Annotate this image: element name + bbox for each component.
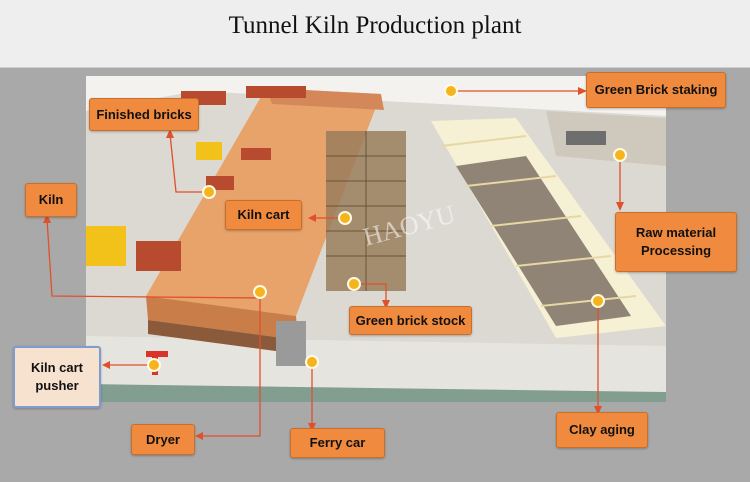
label-raw-material-processing: Raw material Processing [615, 212, 737, 272]
marker-raw-material [613, 148, 627, 162]
label-clay-aging-text: Clay aging [569, 422, 635, 438]
marker-finished-bricks [202, 185, 216, 199]
plant-model-illustration: HAOYU [86, 86, 666, 402]
label-clay-aging: Clay aging [556, 412, 648, 448]
label-green-brick-stock-text: Green brick stock [355, 312, 466, 328]
page-title: Tunnel Kiln Production plant [228, 12, 522, 39]
label-finished-bricks: Finished bricks [89, 98, 199, 131]
marker-ferry-car [305, 355, 319, 369]
label-kiln-text: Kiln [38, 192, 64, 208]
label-kiln-cart-pusher: Kiln cart pusher [13, 346, 101, 408]
title-bar: Tunnel Kiln Production plant [0, 0, 750, 68]
plant-model-image: HAOYU [86, 76, 666, 402]
label-kiln-cart-text: Kiln cart [237, 207, 290, 223]
label-raw-material-text: Raw material [635, 225, 717, 241]
label-ferry-car: Ferry car [290, 428, 385, 458]
label-ferry-car-text: Ferry car [309, 435, 366, 451]
marker-clay-aging [591, 294, 605, 308]
label-green-brick-stock: Green brick stock [349, 306, 472, 335]
marker-kiln-cart [338, 211, 352, 225]
label-processing-text: Processing [640, 243, 712, 258]
label-green-brick-staking: Green Brick staking [586, 72, 726, 108]
marker-kiln-cart-pusher [147, 358, 161, 372]
label-kiln-cart: Kiln cart [225, 200, 302, 230]
label-dryer-text: Dryer [146, 431, 180, 447]
marker-green-brick-staking [444, 84, 458, 98]
label-kiln: Kiln [25, 183, 77, 217]
label-kiln-cart-pusher-line1: Kiln cart [30, 360, 83, 376]
label-dryer: Dryer [131, 424, 195, 455]
label-finished-bricks-text: Finished bricks [96, 106, 192, 122]
label-kiln-cart-pusher-line2: pusher [35, 378, 79, 393]
label-green-brick-staking-text: Green Brick staking [594, 82, 718, 98]
marker-green-brick-stock [347, 277, 361, 291]
marker-kiln [253, 285, 267, 299]
